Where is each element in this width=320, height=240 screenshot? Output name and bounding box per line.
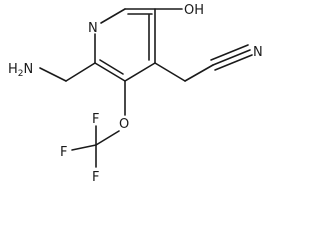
bond-c4-ch2 [154,62,186,82]
bond-o-cf3 [95,130,120,146]
amine-label: H2N [8,62,33,79]
chemical-structure: N OH N H2N O F F F [8,3,263,185]
nitrile-nitrogen-label: N [253,45,263,60]
bond-c4-c3 [124,62,156,82]
bond-triple-2 [210,44,249,61]
bond-c3-c2-double [99,59,124,75]
bond-triple-3 [214,54,253,71]
bond-triple-1 [212,49,251,66]
ring-nitrogen-label: N [88,21,98,36]
bond-c-f-left [71,144,97,151]
hydroxyl-label: OH [184,3,204,18]
bond-n1-c6 [100,8,126,24]
bond-ch2-nh2 [39,67,67,82]
fluorine-top-label: F [92,112,99,127]
ether-oxygen-label: O [119,117,129,132]
bond-c3-c2 [94,62,126,82]
fluorine-bottom-label: F [92,170,99,185]
bond-ch2-cn [184,64,214,82]
fluorine-left-label: F [60,145,67,160]
bond-c2-ch2 [65,62,96,82]
